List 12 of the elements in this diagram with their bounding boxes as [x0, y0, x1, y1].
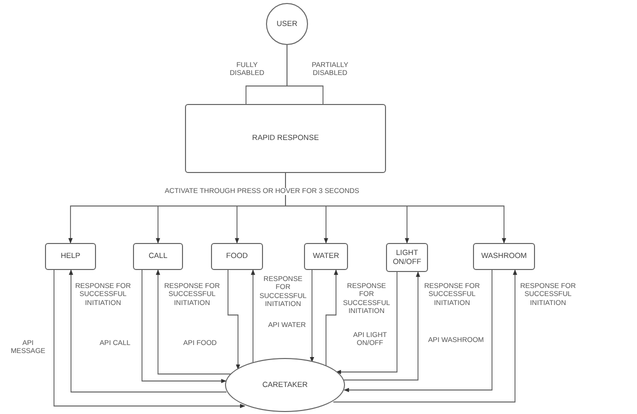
connector-arrow: [156, 269, 232, 374]
connector-arrow: [326, 269, 338, 367]
connector-arrow: [54, 270, 246, 408]
connector-arrow: [142, 270, 227, 384]
connector-arrow: [344, 270, 492, 392]
connector-arrow: [310, 270, 314, 362]
connector-arrow: [336, 272, 398, 374]
connector-arrow: [250, 269, 256, 364]
connector-arrow: [68, 269, 227, 392]
connector-arrow: [228, 270, 240, 370]
connector-arrow: [343, 271, 420, 380]
connector-arrow: [332, 269, 518, 402]
